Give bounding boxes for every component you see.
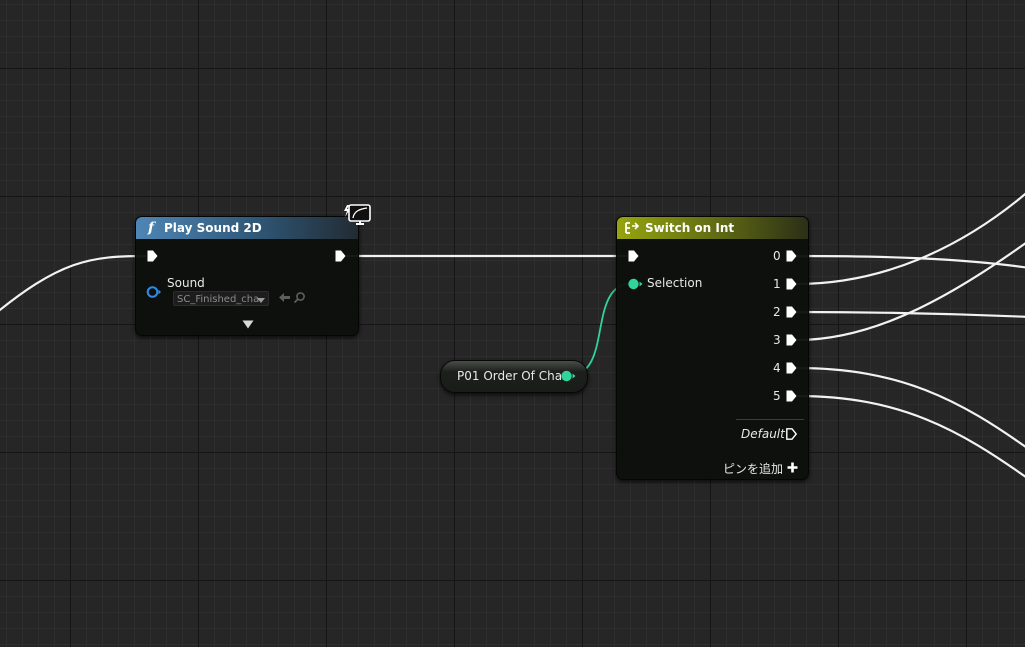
sound-asset-dropdown[interactable]: SC_Finished_cha <box>173 291 269 306</box>
sound-asset-value: SC_Finished_cha <box>177 294 260 305</box>
expand-arrow-icon[interactable] <box>242 320 254 329</box>
object-pin-sound[interactable] <box>146 285 162 299</box>
exec-wire-incoming <box>0 254 147 312</box>
exec-out-pin-3[interactable] <box>786 334 797 346</box>
switch-on-int-node[interactable]: Switch on Int Selection 0 1 2 3 4 5 Defa… <box>616 216 809 480</box>
use-selected-asset-icon[interactable] <box>278 291 291 304</box>
default-exec-out-pin[interactable] <box>786 428 797 440</box>
sound-pin-label: Sound <box>167 276 205 290</box>
play-sound-2d-node[interactable]: f Play Sound 2D Sound SC_Finished_cha <box>135 216 359 336</box>
default-pin-label: Default <box>741 427 785 441</box>
switch-exec-in-pin[interactable] <box>628 250 639 262</box>
output-label-4: 4 <box>773 361 781 375</box>
exec-out-pin[interactable] <box>335 250 346 262</box>
play-sound-2d-title: Play Sound 2D <box>164 221 262 235</box>
int-output-pin[interactable] <box>560 369 576 383</box>
variable-getter-node[interactable]: P01 Order Of Char <box>440 360 588 393</box>
output-label-2: 2 <box>773 305 781 319</box>
client-only-monitor-icon <box>344 204 371 225</box>
pin-divider <box>736 419 804 420</box>
play-sound-2d-header[interactable]: f Play Sound 2D <box>136 217 358 239</box>
exec-out-pin-0[interactable] <box>786 250 797 262</box>
exec-wire-out-5 <box>796 394 1025 478</box>
exec-out-pin-2[interactable] <box>786 306 797 318</box>
switch-on-int-header[interactable]: Switch on Int <box>617 217 808 239</box>
exec-wire-out-3 <box>796 242 1025 342</box>
selection-pin-label: Selection <box>647 276 703 290</box>
exec-wire-out-1 <box>796 192 1025 286</box>
switch-on-int-title: Switch on Int <box>645 221 735 235</box>
exec-out-pin-1[interactable] <box>786 278 797 290</box>
exec-out-pin-4[interactable] <box>786 362 797 374</box>
add-pin-label[interactable]: ピンを追加 <box>723 462 784 476</box>
exec-out-pin-5[interactable] <box>786 390 797 402</box>
function-icon: f <box>147 220 155 236</box>
chevron-down-icon <box>257 298 265 303</box>
variable-name-label: P01 Order Of Char <box>457 369 567 383</box>
exec-wire-out-0 <box>796 254 1025 269</box>
exec-in-pin[interactable] <box>147 250 158 262</box>
exec-wire-out-2 <box>796 310 1025 318</box>
add-pin-plus-icon[interactable] <box>787 462 798 473</box>
exec-wire-out-4 <box>796 366 1025 448</box>
browse-search-icon[interactable] <box>293 291 306 304</box>
output-label-0: 0 <box>773 249 781 263</box>
output-label-1: 1 <box>773 277 781 291</box>
selection-int-pin[interactable] <box>627 277 643 291</box>
output-label-3: 3 <box>773 333 781 347</box>
output-label-5: 5 <box>773 389 781 403</box>
switch-icon <box>625 222 640 234</box>
